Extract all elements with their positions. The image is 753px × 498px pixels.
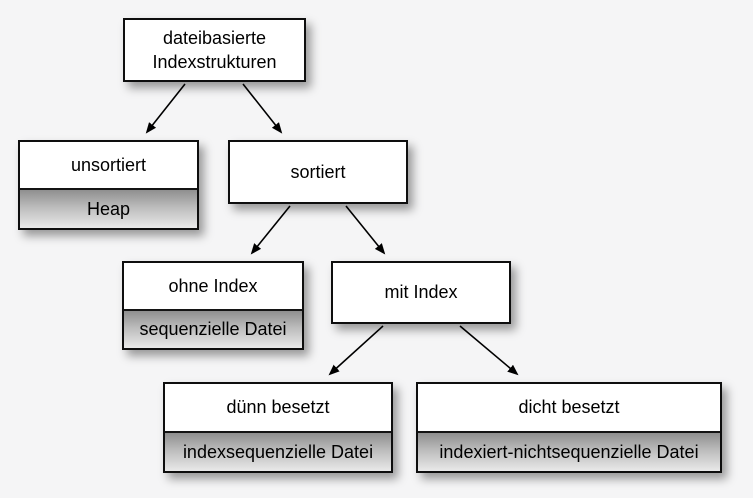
node-sortiert: sortiert bbox=[228, 140, 408, 204]
edge-sortiert-ohne-index bbox=[250, 205, 291, 255]
edge-root-sortiert bbox=[242, 83, 283, 134]
node-label: dicht besetzt bbox=[418, 384, 720, 431]
node-label: dünn besetzt bbox=[165, 384, 391, 431]
node-sublabel: Heap bbox=[20, 188, 197, 228]
edge-sortiert-mit-index bbox=[345, 205, 386, 255]
node-mit-index: mit Index bbox=[331, 261, 511, 324]
node-sublabel: indexsequenzielle Datei bbox=[165, 431, 391, 471]
node-label: dateibasierte Indexstrukturen bbox=[125, 20, 304, 80]
node-dicht-besetzt: dicht besetzt indexiert-nichtsequenziell… bbox=[416, 382, 722, 473]
node-duenn-besetzt: dünn besetzt indexsequenzielle Datei bbox=[163, 382, 393, 473]
node-label: mit Index bbox=[333, 263, 509, 322]
edge-mit-index-duenn bbox=[328, 325, 384, 376]
node-label: ohne Index bbox=[124, 263, 302, 309]
node-ohne-index: ohne Index sequenzielle Datei bbox=[122, 261, 304, 350]
node-sublabel: indexiert-nichtsequenzielle Datei bbox=[418, 431, 720, 471]
edge-root-unsortiert bbox=[145, 83, 186, 134]
node-dateibasierte-indexstrukturen: dateibasierte Indexstrukturen bbox=[123, 18, 306, 82]
node-sublabel: sequenzielle Datei bbox=[124, 309, 302, 348]
node-label: sortiert bbox=[230, 142, 406, 202]
node-label: unsortiert bbox=[20, 142, 197, 188]
edge-mit-index-dicht bbox=[459, 325, 519, 376]
node-unsortiert: unsortiert Heap bbox=[18, 140, 199, 230]
